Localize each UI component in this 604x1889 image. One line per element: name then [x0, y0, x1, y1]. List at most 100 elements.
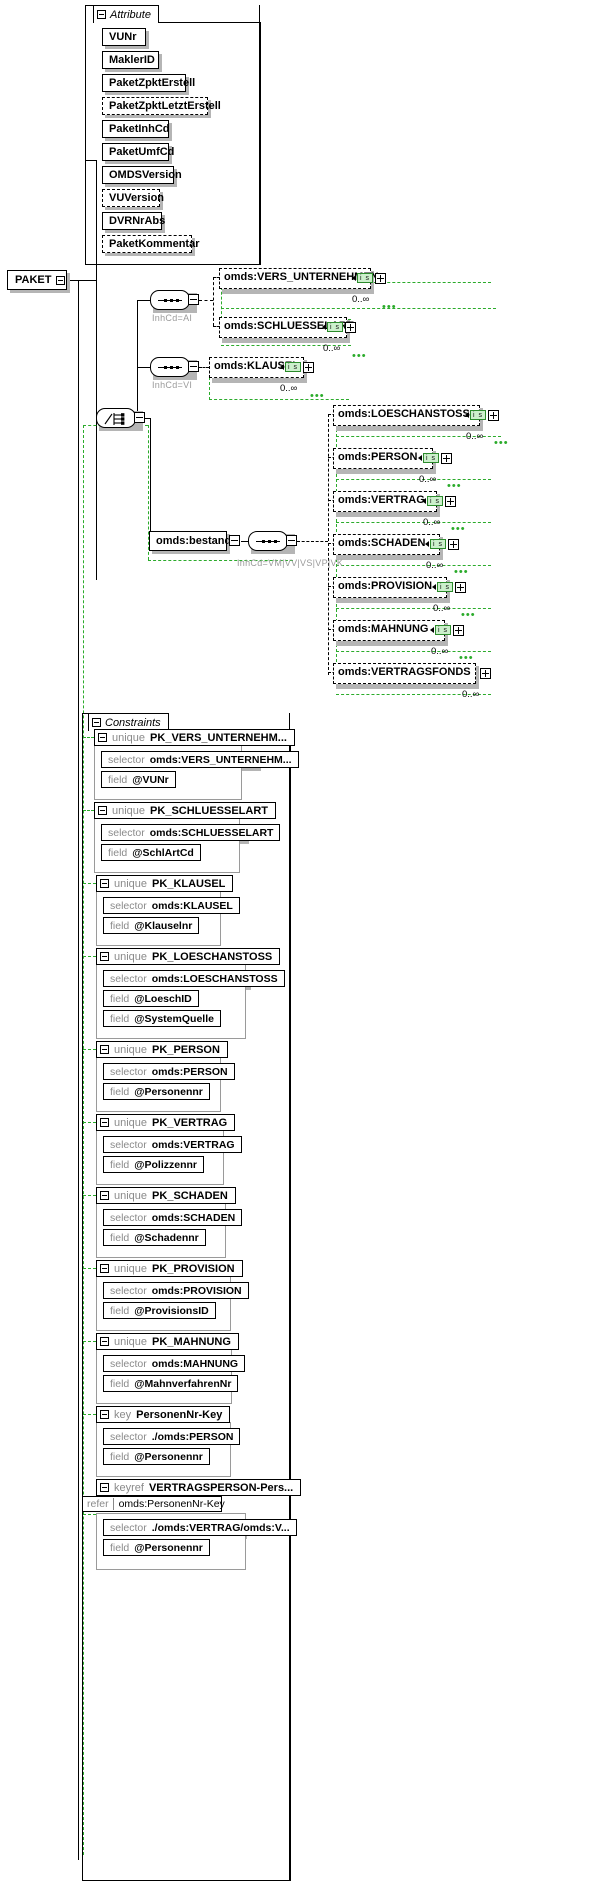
- constraint-field-row[interactable]: field @MahnverfahrenNr: [103, 1375, 239, 1392]
- attribute-item[interactable]: PaketInhCd: [102, 120, 170, 138]
- constraint-field-row[interactable]: field @ProvisionsID: [103, 1302, 216, 1319]
- collapse-icon[interactable]: [97, 10, 106, 19]
- constraint-selector-row[interactable]: selector omds:PROVISION: [103, 1282, 249, 1299]
- collapse-icon[interactable]: [100, 1483, 109, 1492]
- constraint-header[interactable]: unique PK_VERS_UNTERNEHM...: [94, 729, 295, 746]
- constraint-selector-row[interactable]: selector omds:PERSON: [103, 1063, 235, 1080]
- constraint-field-row[interactable]: field @Schadennr: [103, 1229, 206, 1246]
- expand-icon[interactable]: [375, 273, 386, 284]
- sequence-node-vi[interactable]: [150, 357, 190, 377]
- selector-value: omds:SCHADEN: [151, 1211, 236, 1224]
- constraint-selector-row[interactable]: selector omds:LOESCHANSTOSS: [103, 970, 285, 987]
- ref-arrow-icon: [432, 584, 436, 590]
- constraint-selector-row[interactable]: selector omds:SCHADEN: [103, 1209, 243, 1226]
- attribute-item[interactable]: PaketZpktErstell: [102, 74, 195, 92]
- constraint-header[interactable]: key PersonenNr-Key: [96, 1406, 231, 1423]
- identity-constraint-badge: i s: [357, 273, 373, 283]
- field-label: field: [110, 1231, 130, 1244]
- collapse-icon[interactable]: [100, 1045, 109, 1054]
- expand-icon[interactable]: [488, 410, 499, 421]
- constraint-header[interactable]: unique PK_LOESCHANSTOSS: [96, 948, 281, 965]
- constraint-field-row[interactable]: field @Personennr: [103, 1539, 210, 1556]
- collapse-icon[interactable]: [229, 535, 240, 546]
- constraint-field-row[interactable]: field @VUNr: [101, 771, 176, 788]
- attribute-group-tab[interactable]: Attribute: [93, 5, 159, 23]
- constraint-kind: unique: [114, 877, 148, 890]
- attribute-item[interactable]: OMDSVersion: [102, 166, 182, 184]
- attribute-item-optional[interactable]: PaketKommentar: [102, 235, 199, 253]
- expand-icon[interactable]: [480, 668, 491, 679]
- element-label: omds:LOESCHANSTOSS: [338, 408, 470, 420]
- attribute-item-optional[interactable]: VUVersion: [102, 189, 164, 207]
- constraint-selector-row[interactable]: selector ./omds:VERTRAG/omds:V...: [103, 1519, 297, 1536]
- sequence-node-bestand[interactable]: [248, 531, 288, 551]
- expand-icon[interactable]: [441, 453, 452, 464]
- constraint-kind: unique: [112, 804, 146, 817]
- collapse-icon[interactable]: [188, 294, 199, 305]
- constraint-selector-row[interactable]: selector omds:SCHLUESSELART: [101, 824, 281, 841]
- expand-icon[interactable]: [448, 539, 459, 550]
- constraint-field-row[interactable]: field @SchlArtCd: [101, 844, 201, 861]
- expand-icon[interactable]: [345, 322, 356, 333]
- constraint-field-row[interactable]: field @Polizzennr: [103, 1156, 205, 1173]
- constraint-header[interactable]: unique PK_MAHNUNG: [96, 1333, 239, 1350]
- collapse-icon[interactable]: [92, 718, 101, 727]
- attribute-label: VUNr: [109, 31, 137, 43]
- collapse-icon[interactable]: [98, 733, 107, 742]
- selector-value: omds:PERSON: [151, 1065, 228, 1078]
- collapse-icon[interactable]: [100, 1264, 109, 1273]
- root-element-paket[interactable]: PAKET: [7, 270, 67, 290]
- identity-constraint-badge: i s: [470, 410, 486, 420]
- constraint-header[interactable]: unique PK_KLAUSEL: [96, 875, 234, 892]
- constraint-header[interactable]: keyref VERTRAGSPERSON-Pers...: [96, 1479, 302, 1496]
- element-bestand[interactable]: omds:bestand: [149, 531, 231, 551]
- constraint-field-row[interactable]: field @Personennr: [103, 1448, 210, 1465]
- collapse-icon[interactable]: [100, 952, 109, 961]
- collapse-icon[interactable]: [100, 879, 109, 888]
- constraints-frame-tab[interactable]: Constraints: [88, 713, 169, 731]
- collapse-icon[interactable]: [100, 1118, 109, 1127]
- element-label: omds:bestand: [156, 535, 232, 547]
- constraint-kind: unique: [112, 731, 146, 744]
- collapse-icon[interactable]: [56, 275, 66, 285]
- constraint-selector-row[interactable]: selector omds:KLAUSEL: [103, 897, 240, 914]
- selector-label: selector: [110, 899, 147, 912]
- constraint-field-row[interactable]: field @Personennr: [103, 1083, 210, 1100]
- constraint-field-row[interactable]: field @Klauselnr: [103, 917, 200, 934]
- collapse-icon[interactable]: [100, 1191, 109, 1200]
- constraint-refer-row[interactable]: refer omds:PersonenNr-Key: [82, 1496, 225, 1512]
- collapse-icon[interactable]: [98, 806, 107, 815]
- expand-icon[interactable]: [453, 625, 464, 636]
- constraint-header[interactable]: unique PK_PERSON: [96, 1041, 228, 1058]
- constraint-selector-row[interactable]: selector ./omds:PERSON: [103, 1428, 241, 1445]
- more-indicator-icon: •••: [454, 566, 469, 578]
- attribute-item[interactable]: DVRNrAbs: [102, 212, 165, 230]
- expand-icon[interactable]: [455, 582, 466, 593]
- element-vertragsfonds[interactable]: [333, 663, 476, 684]
- sequence-node-ai[interactable]: [150, 290, 190, 310]
- constraint-header[interactable]: unique PK_VERTRAG: [96, 1114, 236, 1131]
- collapse-icon[interactable]: [100, 1410, 109, 1419]
- collapse-icon[interactable]: [134, 412, 145, 423]
- constraint-header[interactable]: unique PK_SCHADEN: [96, 1187, 236, 1204]
- constraint-selector-row[interactable]: selector omds:MAHNUNG: [103, 1355, 246, 1372]
- attribute-item[interactable]: PaketUmfCd: [102, 143, 174, 161]
- constraint-field-row[interactable]: field @SystemQuelle: [103, 1010, 221, 1027]
- constraint-header[interactable]: unique PK_PROVISION: [96, 1260, 243, 1277]
- collapse-icon[interactable]: [100, 1337, 109, 1346]
- choice-node[interactable]: [96, 408, 136, 428]
- constraint-field-row[interactable]: field @LoeschID: [103, 990, 199, 1007]
- collapse-icon[interactable]: [188, 361, 199, 372]
- selector-label: selector: [110, 1138, 147, 1151]
- expand-icon[interactable]: [303, 362, 314, 373]
- constraint-header[interactable]: unique PK_SCHLUESSELART: [94, 802, 277, 819]
- collapse-icon[interactable]: [286, 535, 297, 546]
- refer-value: omds:PersonenNr-Key: [118, 1498, 225, 1510]
- attribute-item-optional[interactable]: PaketZpktLetztErstell: [102, 97, 221, 115]
- attribute-item[interactable]: MaklerID: [102, 51, 159, 69]
- expand-icon[interactable]: [445, 496, 456, 507]
- constraint-selector-row[interactable]: selector omds:VERS_UNTERNEHM...: [101, 751, 299, 768]
- occurrence-label: 0..∞: [323, 343, 341, 354]
- attribute-item[interactable]: VUNr: [102, 28, 146, 46]
- constraint-selector-row[interactable]: selector omds:VERTRAG: [103, 1136, 242, 1153]
